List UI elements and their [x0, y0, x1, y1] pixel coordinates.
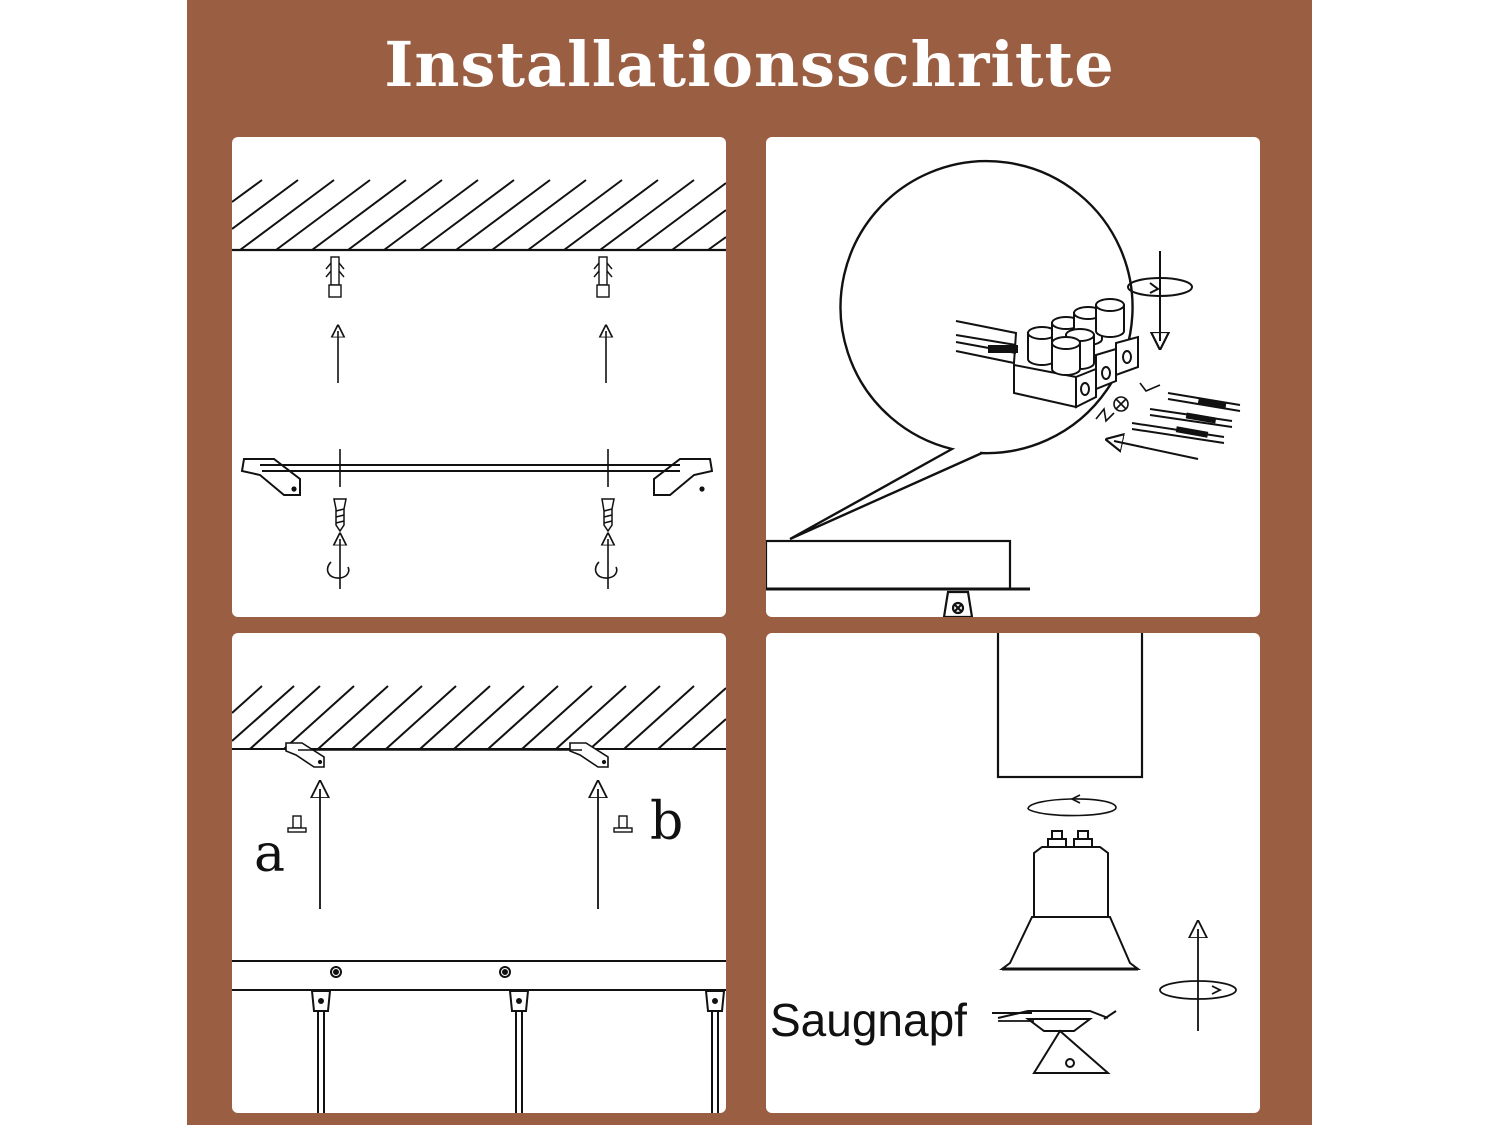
earth-symbol-icon: [1095, 382, 1161, 423]
screw-icon: [333, 498, 615, 533]
screw-icon: [287, 815, 633, 833]
rotate-arrow-icon: [1159, 929, 1237, 1031]
up-arrow-icon: [338, 331, 606, 383]
terminal-block: [1013, 298, 1139, 409]
suction-cup-icon: [992, 1010, 1117, 1074]
lamp-housing: [766, 539, 1030, 617]
step-3-drawing: [232, 685, 726, 1113]
gu10-bulb: [999, 830, 1141, 971]
label-b: b: [650, 792, 684, 852]
lamp-housing: [232, 960, 726, 1113]
mounting-bracket: [285, 742, 609, 768]
step-2-drawing: [766, 160, 1241, 617]
label-a: a: [254, 824, 286, 884]
panel-step-2: [766, 137, 1260, 617]
suction-cup-label: Saugnapf: [770, 994, 967, 1046]
panel-step-4: Saugnapf: [766, 633, 1260, 1113]
instruction-board: Installationsschritte: [187, 0, 1312, 1125]
wall-dowel-icon: [325, 256, 613, 298]
insert-arrow-icon: [1114, 441, 1199, 460]
panel-step-1: [232, 137, 726, 617]
rotate-arrow-icon: [1127, 251, 1193, 341]
rotate-arrow-icon: [1027, 794, 1117, 817]
panel-step-3: a b: [232, 633, 726, 1113]
page-title: Installationsschritte: [384, 28, 1115, 101]
step-1-drawing: [232, 179, 726, 589]
detail-callout: [789, 160, 1134, 541]
step-4-drawing: [992, 633, 1237, 1074]
spotlight-tube: [996, 633, 1144, 779]
rotate-arrow-icon: [326, 539, 618, 589]
up-arrow-icon: [320, 789, 598, 909]
mounting-bracket: [240, 458, 714, 496]
